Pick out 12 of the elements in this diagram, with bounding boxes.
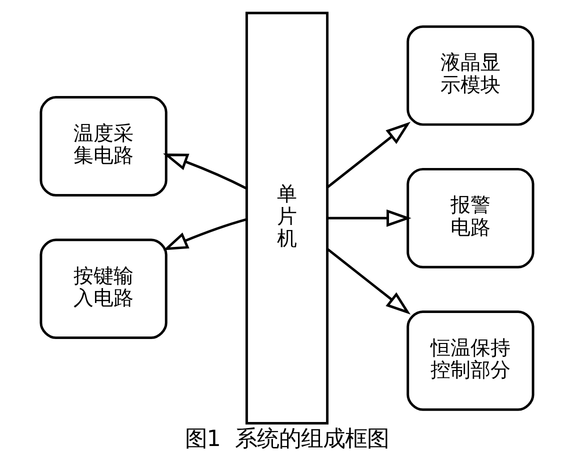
node-box: 报警电路 bbox=[406, 168, 534, 268]
arrow bbox=[326, 248, 411, 314]
node-box: 恒温保持控制部分 bbox=[406, 310, 534, 411]
node-box: 按键输入电路 bbox=[40, 238, 168, 339]
arrow bbox=[326, 122, 411, 188]
caption: 图1 系统的组成框图 bbox=[184, 426, 390, 452]
arrow bbox=[163, 218, 247, 250]
node-box: 液晶显示模块 bbox=[406, 25, 534, 126]
arrow bbox=[328, 209, 412, 227]
node-box: 温度采集电路 bbox=[40, 96, 168, 196]
arrow bbox=[163, 154, 247, 190]
node-box: 单片机 bbox=[245, 12, 329, 425]
